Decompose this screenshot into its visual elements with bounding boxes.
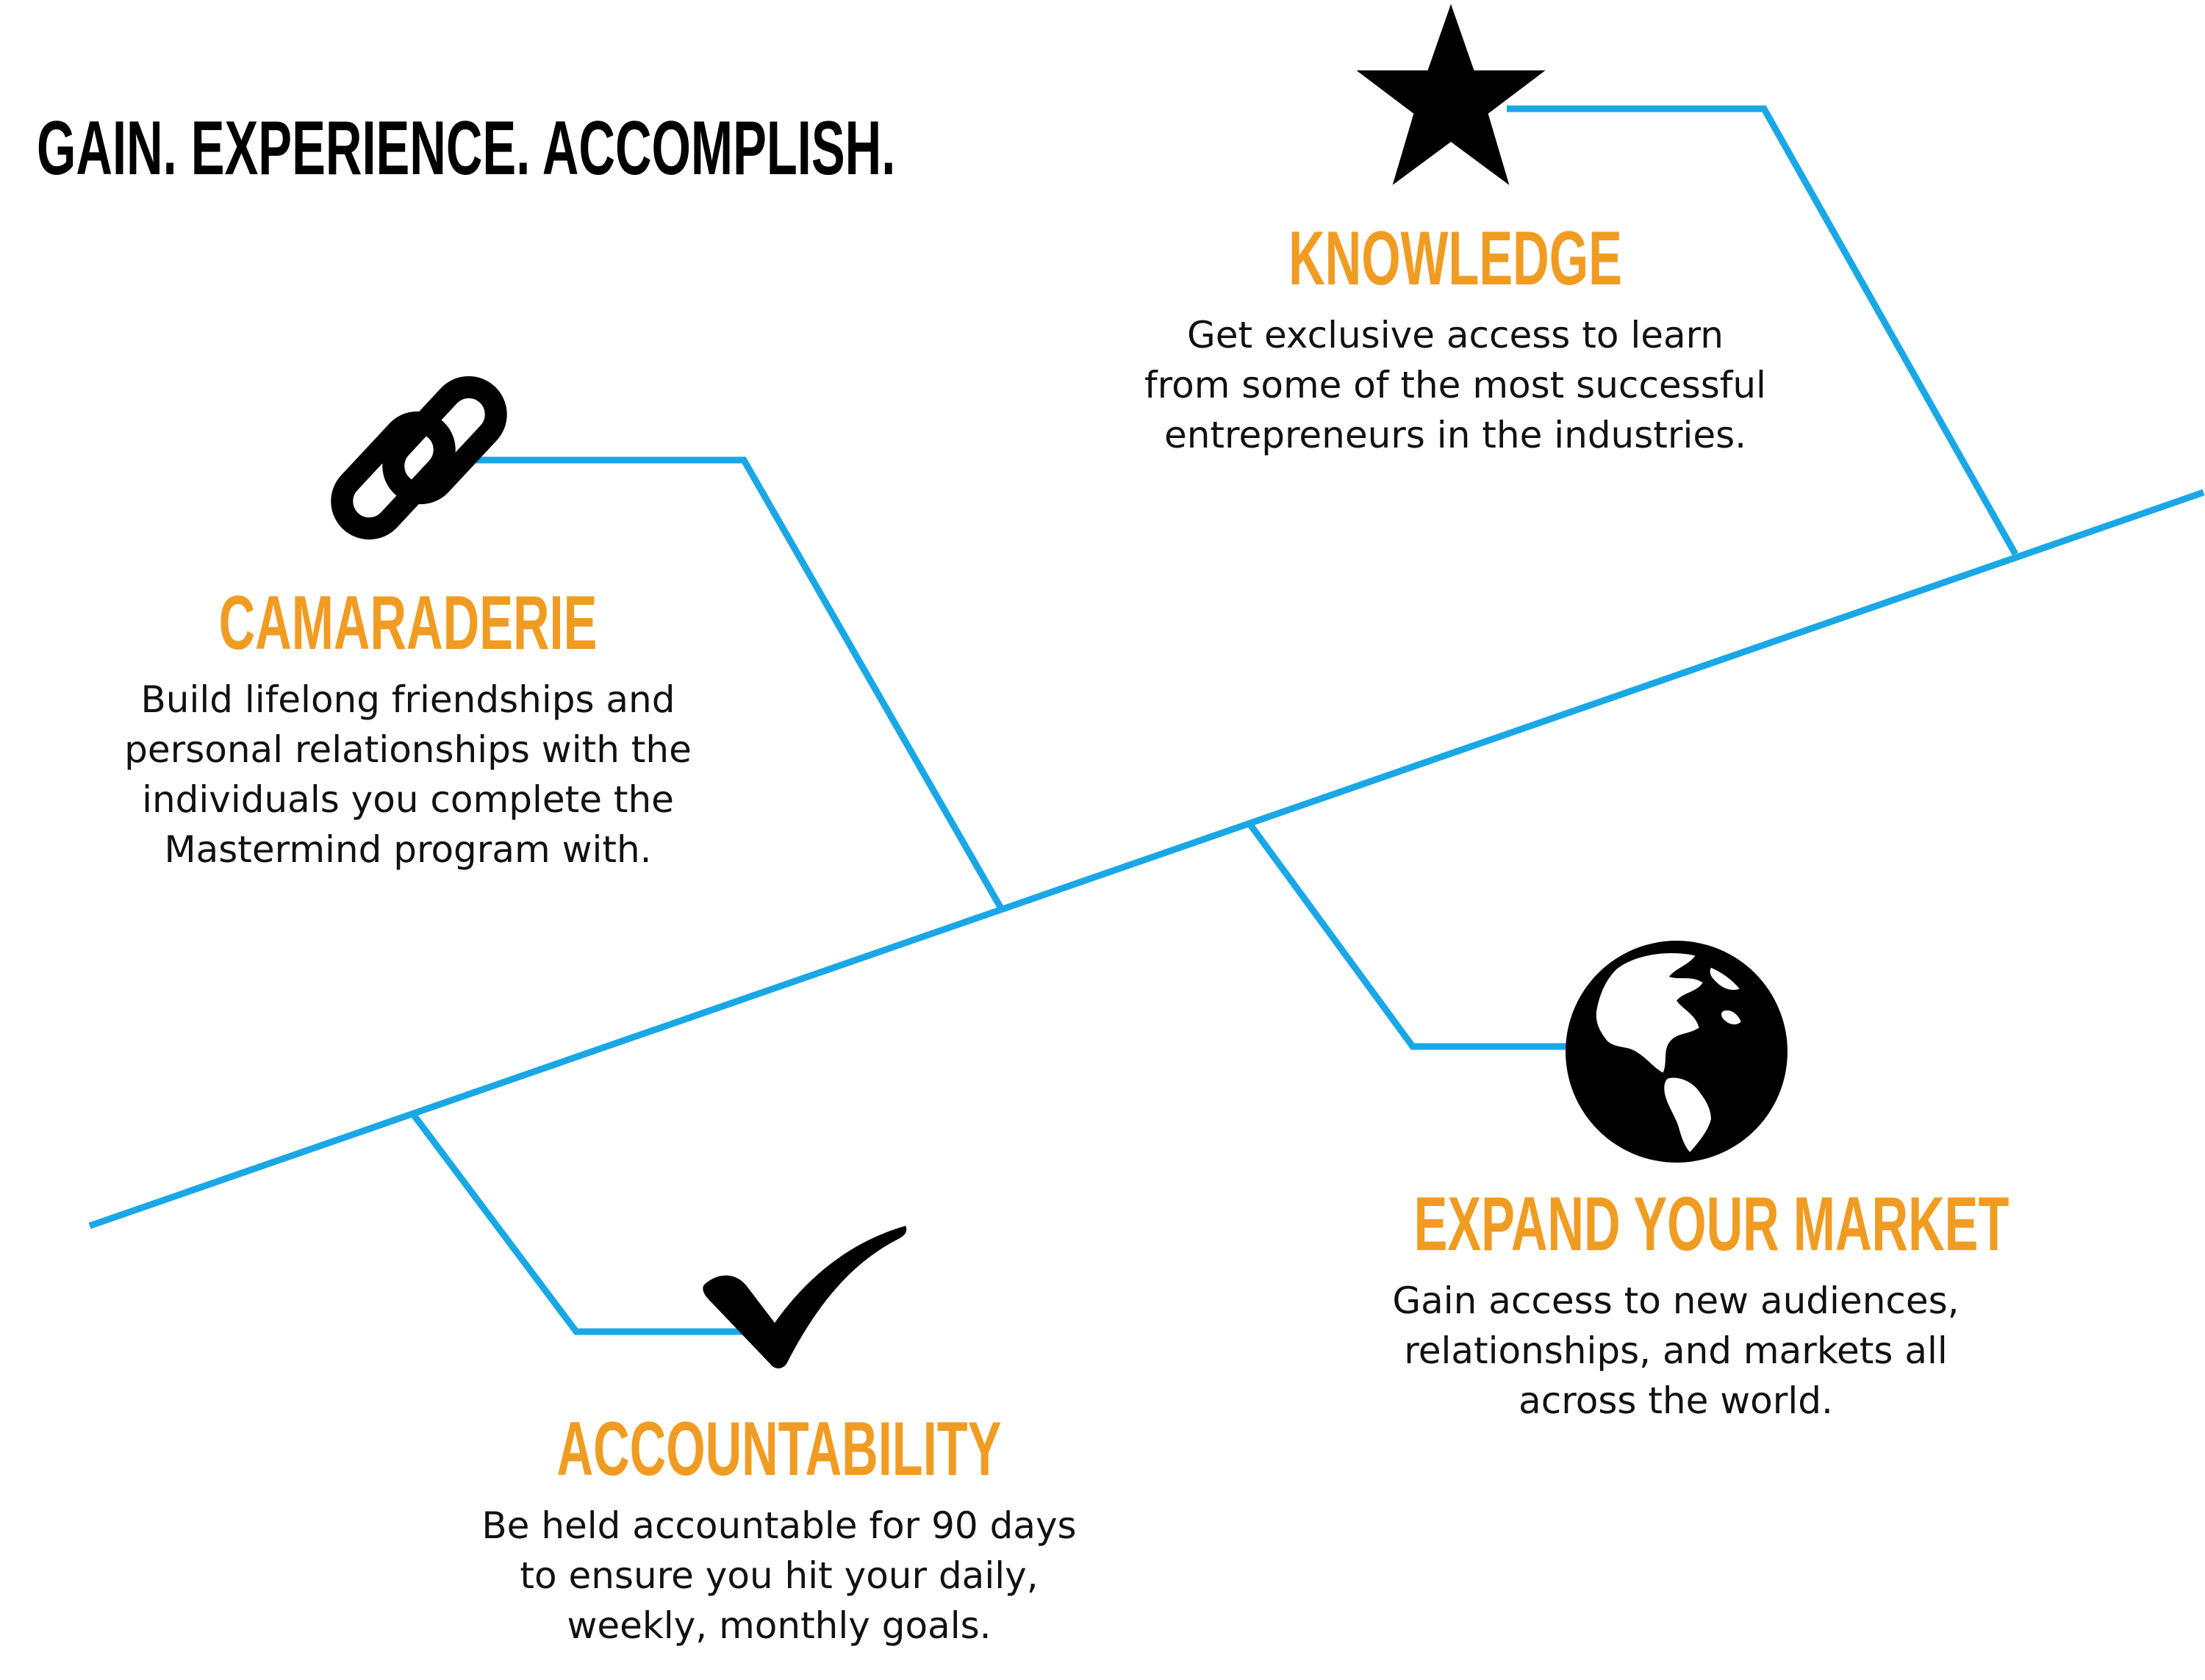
- accountability-desc-line: weekly, monthly goals.: [567, 1604, 992, 1647]
- checkmark-icon: [703, 1226, 907, 1368]
- knowledge-desc-line: Get exclusive access to learn: [1187, 314, 1724, 356]
- accountability-connector: [410, 1112, 742, 1335]
- camaraderie-title: CAMARADERIE: [218, 581, 598, 666]
- accountability-desc-line: to ensure you hit your daily,: [520, 1554, 1039, 1597]
- expand-market-item: EXPAND YOUR MARKET Gain access to new au…: [1279, 1186, 2073, 1426]
- camaraderie-desc-line: individuals you complete the: [142, 778, 674, 821]
- camaraderie-connector: [470, 456, 1004, 911]
- knowledge-item: KNOWLEDGE Get exclusive access to learn …: [1044, 220, 1867, 460]
- accountability-item: ACCOUNTABILITY Be held accountable for 9…: [390, 1411, 1169, 1651]
- accountability-description: Be held accountable for 90 days to ensur…: [390, 1501, 1169, 1651]
- camaraderie-description: Build lifelong friendships and personal …: [44, 675, 772, 875]
- expand-market-desc-line: across the world.: [1519, 1379, 1833, 1422]
- knowledge-desc-line: from some of the most successful: [1144, 364, 1766, 406]
- knowledge-connector: [1507, 105, 2018, 556]
- camaraderie-desc-line: personal relationships with the: [124, 728, 692, 771]
- expand-market-desc-line: relationships, and markets all: [1404, 1329, 1948, 1372]
- expand-market-description: Gain access to new audiences, relationsh…: [1279, 1276, 2073, 1426]
- accountability-title: ACCOUNTABILITY: [556, 1407, 1002, 1492]
- expand-market-title: EXPAND YOUR MARKET: [1413, 1182, 2009, 1267]
- timeline-axis: [88, 489, 2205, 1230]
- knowledge-desc-line: entrepreneurs in the industries.: [1164, 414, 1747, 456]
- camaraderie-desc-line: Mastermind program with.: [164, 828, 652, 871]
- expand-market-desc-line: Gain access to new audiences,: [1392, 1279, 1960, 1322]
- page-title: GAIN. EXPERIENCE. ACCOMPLISH.: [37, 106, 896, 191]
- knowledge-description: Get exclusive access to learn from some …: [1044, 310, 1867, 460]
- globe-icon: [1566, 941, 1788, 1163]
- expand-market-connector: [1245, 819, 1573, 1050]
- accountability-desc-line: Be held accountable for 90 days: [481, 1504, 1077, 1547]
- star-icon: [1356, 4, 1546, 185]
- chain-link-icon: [331, 376, 507, 540]
- camaraderie-item: CAMARADERIE Build lifelong friendships a…: [44, 585, 772, 875]
- knowledge-title: KNOWLEDGE: [1288, 216, 1622, 301]
- camaraderie-desc-line: Build lifelong friendships and: [140, 678, 675, 721]
